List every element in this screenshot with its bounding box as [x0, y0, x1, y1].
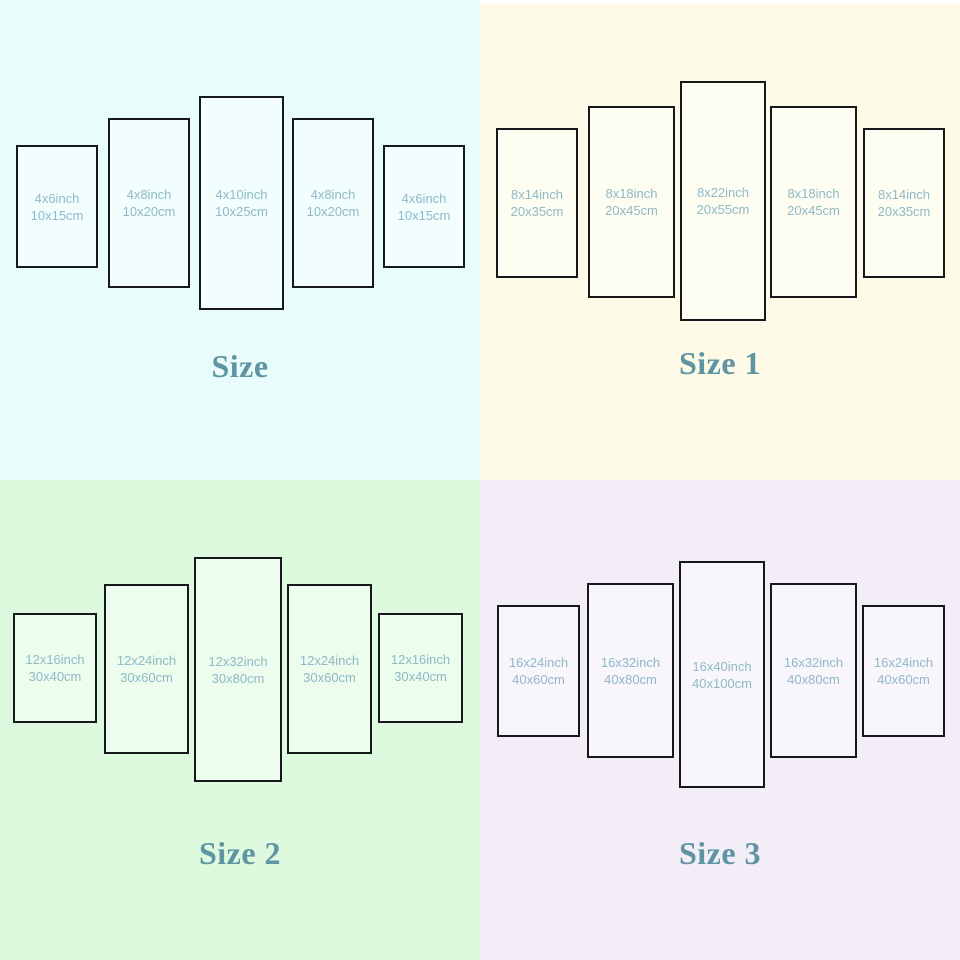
canvas-panel-1: 12x16inch 30x40cm: [13, 613, 97, 723]
panel-cm-label: 40x60cm: [877, 672, 930, 687]
panel-cm-label: 20x45cm: [605, 203, 658, 218]
panel-inch-label: 4x6inch: [34, 190, 80, 206]
panel-cm-label: 30x80cm: [211, 670, 265, 686]
panel-cm-label: 20x45cm: [787, 203, 840, 218]
panel-inch-label: 8x18inch: [787, 186, 840, 201]
panel-cm-label: 10x20cm: [122, 204, 176, 219]
panel-cm-label: 20x35cm: [510, 204, 564, 219]
panel-inch-label: 16x32inch: [600, 654, 661, 670]
panel-group-size-3: 16x24inch 40x60cm 16x32inch 40x80cm 16x4…: [480, 480, 960, 880]
panel-inch-label: 12x16inch: [25, 652, 85, 667]
canvas-panel-2: 4x8inch 10x20cm: [108, 118, 190, 288]
top-edge-strip: [480, 0, 960, 4]
canvas-panel-5: 8x14inch 20x35cm: [863, 128, 945, 278]
panel-inch-label: 4x8inch: [126, 187, 172, 202]
canvas-panel-1: 4x6inch 10x15cm: [16, 145, 98, 268]
panel-inch-label: 16x40inch: [692, 658, 752, 674]
canvas-panel-3: 4x10inch 10x25cm: [199, 96, 284, 310]
panel-cm-label: 40x80cm: [787, 671, 840, 687]
canvas-panel-5: 16x24inch 40x60cm: [862, 605, 945, 737]
panel-cm-label: 30x60cm: [303, 670, 356, 685]
canvas-panel-3: 12x32inch 30x80cm: [194, 557, 282, 782]
canvas-panel-5: 4x6inch 10x15cm: [383, 145, 465, 268]
panel-group-size: 4x6inch 10x15cm 4x8inch 10x20cm 4x10inch…: [0, 0, 480, 400]
panel-inch-label: 4x10inch: [215, 187, 268, 202]
panel-inch-label: 4x6inch: [401, 190, 447, 206]
canvas-panel-4: 12x24inch 30x60cm: [287, 584, 372, 754]
canvas-panel-5: 12x16inch 30x40cm: [378, 613, 463, 723]
panel-cm-label: 20x55cm: [696, 202, 750, 217]
panel-cm-label: 10x15cm: [397, 207, 451, 223]
quadrant-title-size-1: Size 1: [678, 345, 762, 381]
canvas-panel-2: 8x18inch 20x45cm: [588, 106, 675, 298]
panel-inch-label: 8x22inch: [696, 185, 750, 200]
panel-inch-label: 16x24inch: [873, 655, 934, 670]
canvas-panel-4: 8x18inch 20x45cm: [770, 106, 857, 298]
panel-group-size-1: 8x14inch 20x35cm 8x18inch 20x45cm 8x22in…: [480, 0, 960, 400]
quadrant-size-1: 8x14inch 20x35cm 8x18inch 20x45cm 8x22in…: [480, 0, 960, 480]
canvas-panel-1: 16x24inch 40x60cm: [497, 605, 580, 737]
panel-cm-label: 30x40cm: [28, 669, 82, 684]
quadrant-size-3: 16x24inch 40x60cm 16x32inch 40x80cm 16x4…: [480, 480, 960, 960]
panel-cm-label: 40x60cm: [512, 672, 565, 687]
panel-cm-label: 30x60cm: [120, 670, 173, 685]
panel-inch-label: 12x32inch: [208, 653, 268, 669]
canvas-panel-1: 8x14inch 20x35cm: [496, 128, 578, 278]
canvas-panel-2: 12x24inch 30x60cm: [104, 584, 189, 754]
panel-inch-label: 16x32inch: [783, 654, 844, 670]
panel-inch-label: 16x24inch: [508, 655, 569, 670]
panel-cm-label: 10x20cm: [306, 204, 360, 219]
quadrant-title-size: Size: [211, 348, 269, 384]
panel-cm-label: 30x40cm: [394, 669, 447, 684]
quadrant-title-size-3: Size 3: [678, 835, 762, 871]
canvas-panel-3: 16x40inch 40x100cm: [679, 561, 765, 788]
panel-cm-label: 20x35cm: [877, 204, 931, 219]
panel-group-size-2: 12x16inch 30x40cm 12x24inch 30x60cm 12x3…: [0, 480, 480, 880]
canvas-panel-3: 8x22inch 20x55cm: [680, 81, 766, 321]
quadrant-size: 4x6inch 10x15cm 4x8inch 10x20cm 4x10inch…: [0, 0, 480, 480]
panel-cm-label: 40x100cm: [692, 675, 752, 691]
panel-inch-label: 4x8inch: [310, 187, 356, 202]
canvas-panel-4: 4x8inch 10x20cm: [292, 118, 374, 288]
panel-cm-label: 10x15cm: [30, 207, 84, 223]
canvas-panel-4: 16x32inch 40x80cm: [770, 583, 857, 758]
panel-cm-label: 40x80cm: [604, 671, 657, 687]
quadrant-title-size-2: Size 2: [198, 835, 282, 871]
panel-inch-label: 8x18inch: [605, 186, 658, 201]
panel-inch-label: 8x14inch: [877, 187, 931, 202]
panel-inch-label: 8x14inch: [510, 187, 564, 202]
panel-cm-label: 10x25cm: [215, 204, 268, 219]
quadrant-size-2: 12x16inch 30x40cm 12x24inch 30x60cm 12x3…: [0, 480, 480, 960]
panel-inch-label: 12x24inch: [299, 653, 360, 668]
panel-inch-label: 12x16inch: [390, 652, 451, 667]
canvas-panel-2: 16x32inch 40x80cm: [587, 583, 674, 758]
panel-inch-label: 12x24inch: [116, 653, 177, 668]
